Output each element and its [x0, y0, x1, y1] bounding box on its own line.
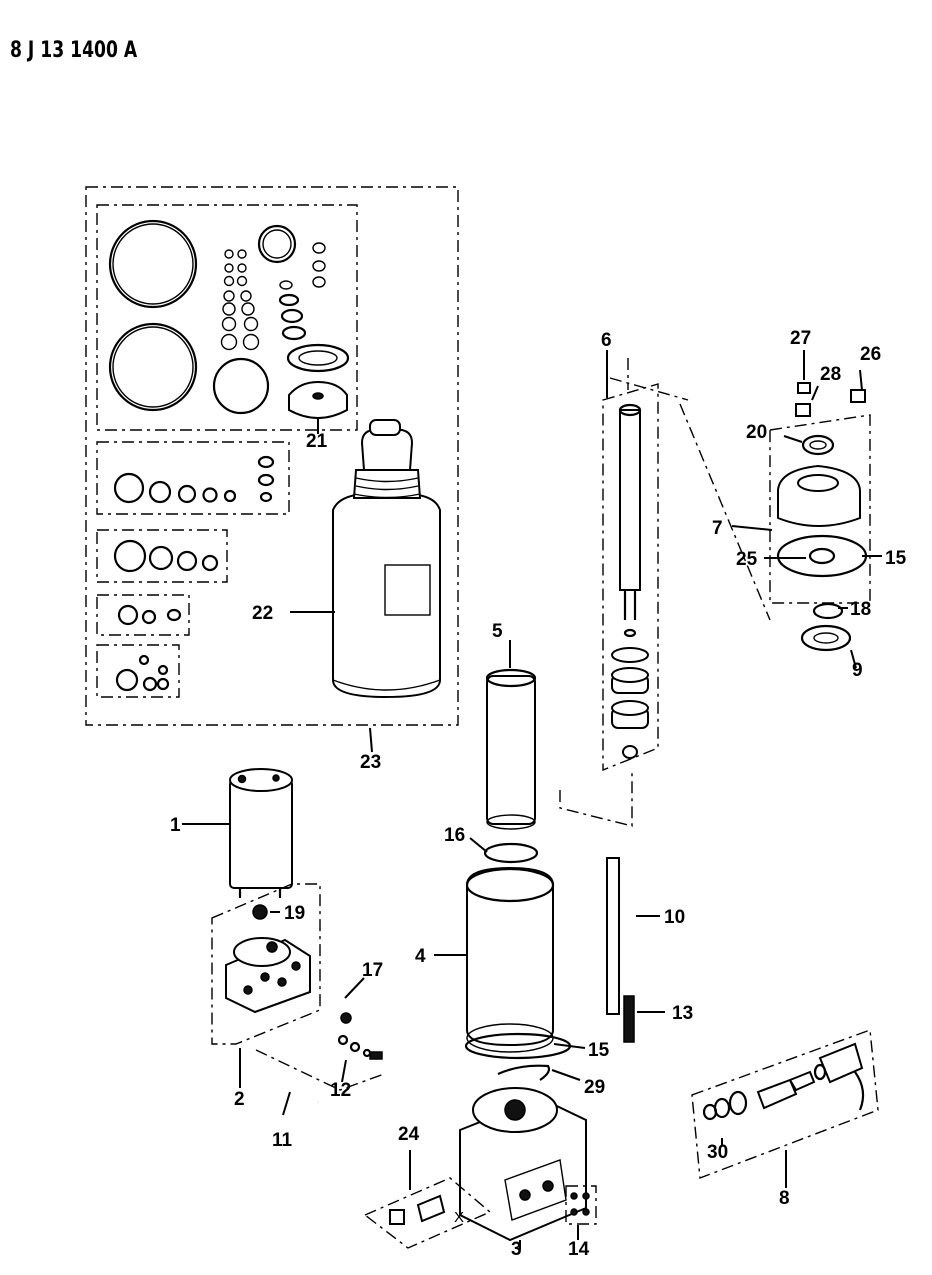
motor	[229, 768, 293, 898]
tie-rod	[606, 857, 620, 1015]
callout-9: 9	[852, 660, 863, 681]
callout-8: 8	[779, 1188, 790, 1209]
large-o-rings	[108, 219, 297, 415]
callout-24: 24	[398, 1124, 420, 1145]
pin	[267, 1060, 319, 1104]
retaining-ring	[497, 1064, 551, 1081]
callout-3: 3	[511, 1239, 522, 1260]
callout-25: 25	[736, 549, 758, 570]
callout-22: 22	[252, 603, 273, 624]
ram-assembly	[559, 358, 771, 827]
callout-18: 18	[850, 599, 871, 620]
callout-labels: 1 2 3 4 5 6 7 8 9 10 11 12 13 14 15 15 1…	[170, 328, 907, 1260]
callout-15a: 15	[885, 548, 907, 569]
callout-26: 26	[860, 344, 881, 365]
callout-21: 21	[306, 431, 328, 452]
leader-lines	[182, 350, 882, 1250]
end-cap-assembly	[769, 382, 871, 652]
o-ring-upper	[483, 842, 539, 864]
row-o-rings	[113, 455, 275, 692]
callout-x: X	[454, 1209, 464, 1226]
seal-kit-box	[85, 186, 459, 726]
drawing-id: 8 J 13 1400 A	[10, 38, 138, 63]
callout-19: 19	[284, 903, 305, 924]
piston-tube	[485, 668, 537, 830]
callout-23: 23	[360, 752, 381, 773]
check-valve-parts	[255, 1012, 385, 1091]
callout-27: 27	[790, 328, 811, 349]
callout-4: 4	[415, 946, 426, 967]
callout-30: 30	[707, 1142, 728, 1163]
callout-15b: 15	[588, 1040, 610, 1061]
plug-kit	[565, 1185, 597, 1225]
callout-29: 29	[584, 1077, 605, 1098]
callout-14: 14	[568, 1239, 590, 1260]
callout-2: 2	[234, 1089, 245, 1110]
cylinder	[465, 866, 555, 1053]
callout-11: 11	[272, 1130, 293, 1151]
small-o-rings	[220, 242, 350, 419]
callout-5: 5	[492, 621, 503, 642]
callout-16: 16	[444, 825, 465, 846]
callout-6: 6	[601, 330, 612, 351]
fitting-kit	[363, 1177, 492, 1249]
callout-1: 1	[170, 815, 181, 836]
callout-28: 28	[820, 364, 841, 385]
callout-7: 7	[712, 518, 723, 539]
tie-pin	[623, 995, 635, 1043]
valve-assembly	[691, 1029, 879, 1179]
callout-20: 20	[746, 422, 767, 443]
callout-17: 17	[362, 960, 383, 981]
reservoir	[332, 419, 441, 699]
pump-body	[211, 883, 321, 1045]
callout-10: 10	[664, 907, 685, 928]
callout-12: 12	[330, 1080, 351, 1101]
pump-base	[459, 1087, 587, 1242]
callout-13: 13	[672, 1003, 693, 1024]
